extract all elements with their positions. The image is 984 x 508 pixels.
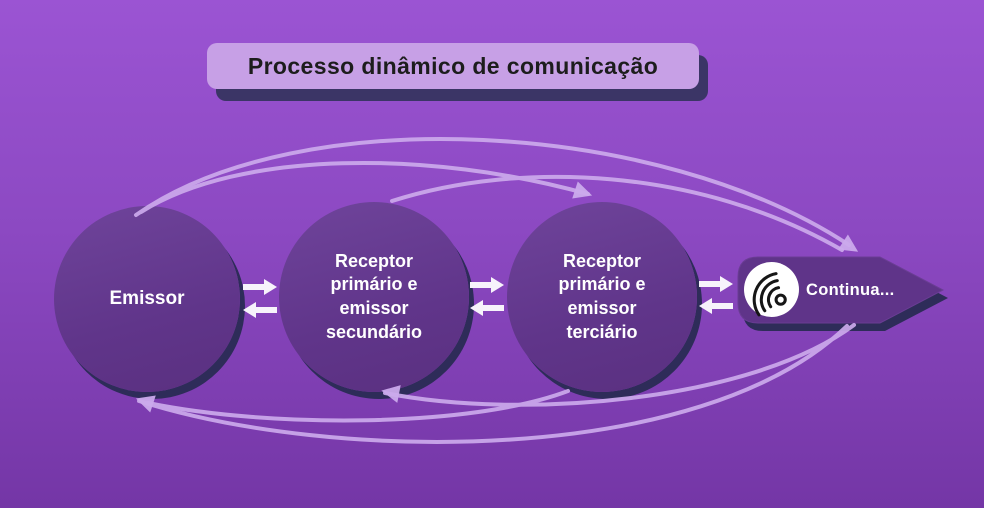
slide-title-pill: Processo dinâmico de comunicação	[207, 43, 699, 89]
node-continua-label: Continua...	[806, 281, 895, 299]
arrow-right-emissor-secundario	[243, 279, 277, 295]
slide-title: Processo dinâmico de comunicação	[247, 52, 659, 79]
arrow-left-secundario-emissor	[243, 302, 277, 318]
arrowhead-emissor-bottom	[135, 395, 156, 413]
arrow-right-secundario-terciario	[470, 277, 504, 293]
node-receptor-secundario: Receptor primário e emissor secundário	[279, 202, 469, 392]
node-emissor-label: Emissor	[109, 288, 185, 310]
signal-dot	[774, 293, 787, 306]
continua-ribbon-edge	[737, 256, 945, 324]
signal-waves-icon	[752, 272, 787, 317]
continua-icon-bubble	[744, 262, 799, 317]
signal-arc-medium	[759, 279, 779, 313]
node-receptor-terciario: Receptor primário e emissor terciário	[507, 202, 697, 392]
arrowhead-terciario-top	[572, 181, 593, 199]
arrow-left-terciario-secundario	[470, 300, 504, 316]
signal-arc-large	[752, 272, 778, 317]
node-receptor-secundario-label: Receptor primário e emissor secundário	[325, 250, 423, 342]
signal-arc-small	[766, 286, 781, 309]
node-emissor: Emissor	[54, 206, 240, 392]
arc-emissor-to-continua	[134, 137, 851, 247]
arc-terciario-to-emissor	[146, 389, 570, 423]
node-receptor-terciario-label: Receptor primário e emissor terciário	[558, 250, 646, 342]
arc-continua-to-emissor	[137, 324, 849, 444]
